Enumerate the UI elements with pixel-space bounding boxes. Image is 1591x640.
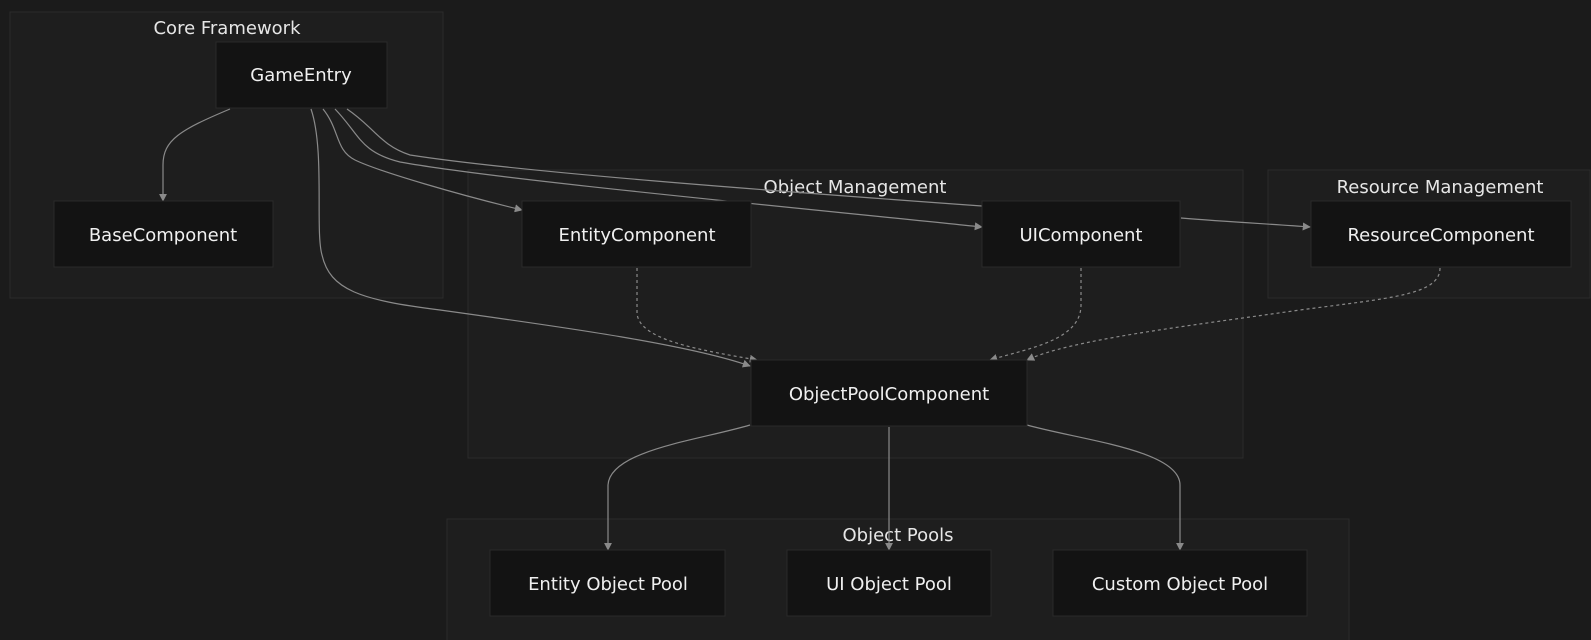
cluster-resource-management-label: Resource Management: [1337, 177, 1544, 198]
edge-resourcecomponent-objectpoolcomponent: [1026, 267, 1441, 361]
node-uicomponent[interactable]: UIComponent: [981, 200, 1181, 268]
edge-uicomponent-objectpoolcomponent: [989, 268, 1082, 362]
node-entitycomponent[interactable]: EntityComponent: [521, 200, 752, 268]
node-objectpoolcomponent-label: ObjectPoolComponent: [789, 384, 989, 405]
edge-gameentry-entitycomponent: [322, 108, 523, 213]
cluster-object-management-label: Object Management: [764, 177, 947, 198]
edge-objectpoolcomponent-entitypool: [604, 424, 751, 551]
node-custom-object-pool-label: Custom Object Pool: [1092, 574, 1268, 595]
node-resourcecomponent-label: ResourceComponent: [1347, 225, 1534, 246]
edge-gameentry-basecomponent: [159, 108, 231, 202]
node-ui-object-pool[interactable]: UI Object Pool: [786, 549, 992, 617]
node-basecomponent[interactable]: BaseComponent: [53, 200, 274, 268]
node-basecomponent-label: BaseComponent: [89, 225, 237, 246]
node-objectpoolcomponent[interactable]: ObjectPoolComponent: [750, 359, 1028, 427]
cluster-core-framework-label: Core Framework: [153, 18, 301, 39]
edges: [159, 108, 1441, 551]
edge-gameentry-resourcecomponent: [346, 108, 1310, 227]
node-custom-object-pool[interactable]: Custom Object Pool: [1052, 549, 1308, 617]
node-entity-object-pool-label: Entity Object Pool: [528, 574, 688, 595]
node-entitycomponent-label: EntityComponent: [558, 225, 715, 246]
node-resourcecomponent[interactable]: ResourceComponent: [1310, 200, 1572, 268]
node-entity-object-pool[interactable]: Entity Object Pool: [489, 549, 726, 617]
cluster-object-pools-label: Object Pools: [843, 525, 954, 546]
node-ui-object-pool-label: UI Object Pool: [826, 574, 952, 595]
node-gameentry[interactable]: GameEntry: [215, 41, 388, 109]
node-uicomponent-label: UIComponent: [1020, 225, 1143, 246]
edge-entitycomponent-objectpoolcomponent: [636, 268, 758, 363]
edge-gameentry-uicomponent: [334, 108, 983, 231]
edge-objectpoolcomponent-custompool: [1026, 424, 1184, 551]
edge-gameentry-objectpoolcomponent: [310, 108, 751, 368]
node-gameentry-label: GameEntry: [250, 65, 352, 86]
